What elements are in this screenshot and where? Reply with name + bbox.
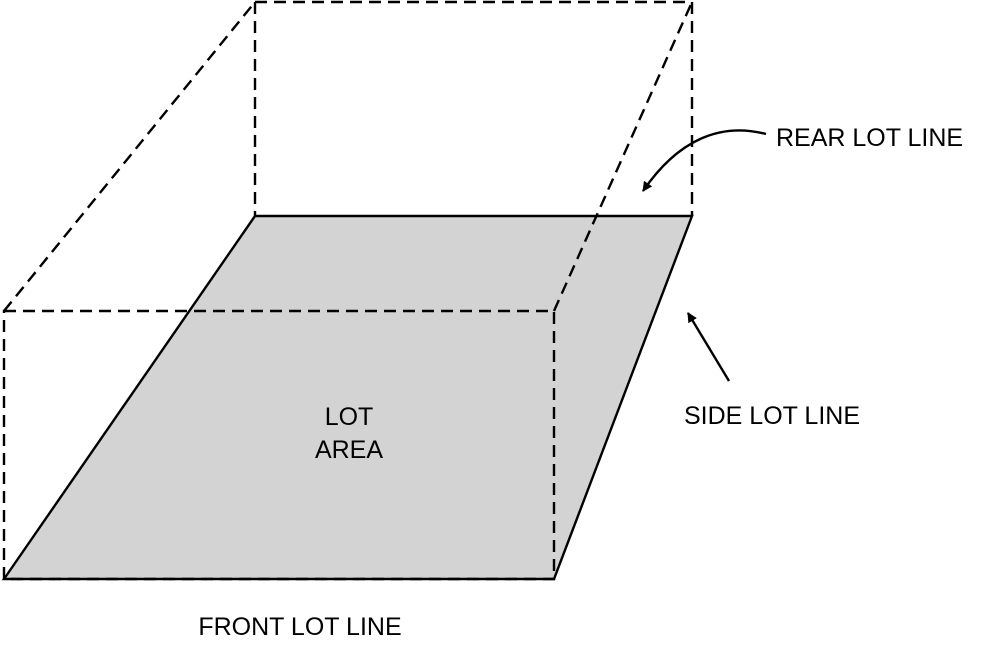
front-lot-line-label: FRONT LOT LINE: [198, 613, 401, 641]
envelope-front-face: [2, 309, 556, 581]
side-lot-line-arrow: [686, 312, 731, 382]
lot-area-label-line1: LOT: [325, 403, 374, 431]
rear-lot-line-arrow: [642, 129, 767, 192]
lot-area-shape: [1, 214, 694, 581]
envelope-left-diagonal: [3, 1, 256, 312]
lot-area-label-line2: AREA: [315, 436, 383, 464]
rear-lot-line-label: REAR LOT LINE: [776, 124, 963, 152]
building-envelope: [2, 0, 694, 581]
side-lot-line-label: SIDE LOT LINE: [684, 402, 860, 430]
